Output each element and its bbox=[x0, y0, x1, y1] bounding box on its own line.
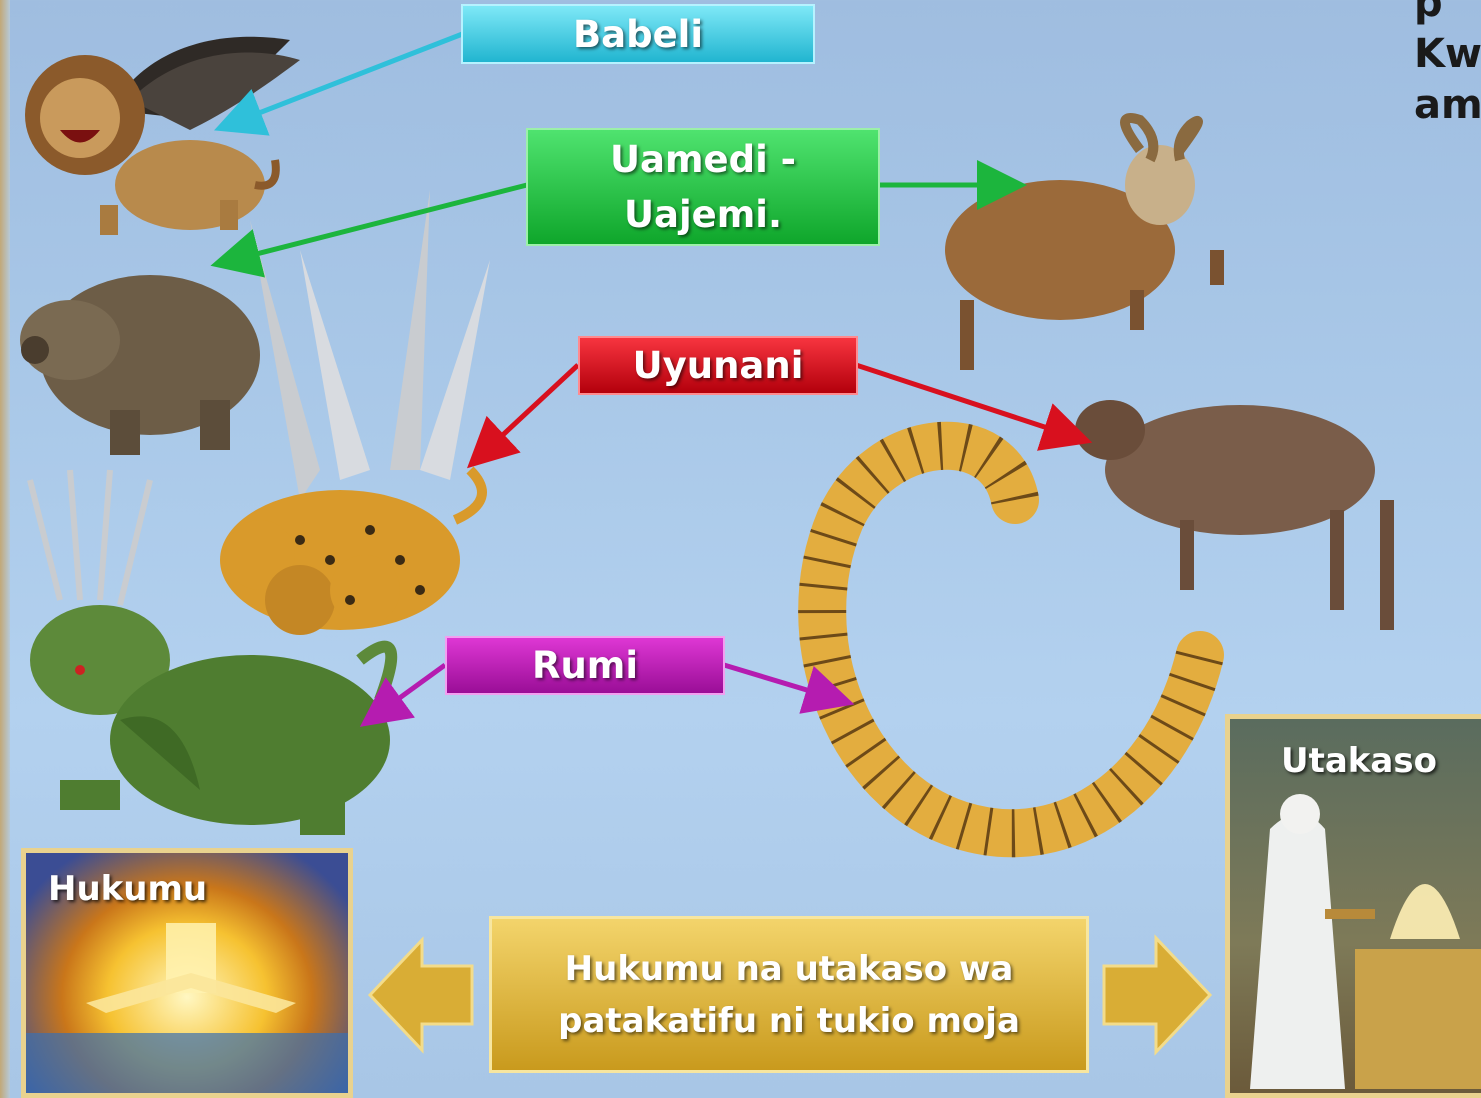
label-uajemi-text: Uajemi. bbox=[624, 187, 782, 242]
center-caption-line-2: patakatifu ni tukio moja bbox=[558, 995, 1020, 1047]
gold-arrow-left-icon bbox=[370, 940, 472, 1050]
label-babeli-text: Babeli bbox=[573, 13, 703, 56]
four-headed-leopard-icon bbox=[220, 190, 490, 635]
hukumu-picture: Hukumu bbox=[21, 848, 353, 1098]
top-right-line-3: am bbox=[1414, 80, 1481, 131]
label-babeli: Babeli bbox=[461, 4, 815, 64]
top-right-line-2: Kw bbox=[1414, 29, 1481, 80]
gold-arrow-right-icon bbox=[1104, 938, 1210, 1052]
label-rumi: Rumi bbox=[445, 636, 725, 695]
arrow-uyunani-left bbox=[478, 365, 578, 458]
ram-icon bbox=[945, 118, 1224, 370]
label-rumi-text: Rumi bbox=[532, 644, 638, 687]
label-uamedi-text: Uamedi - bbox=[610, 132, 796, 187]
arrow-uamedi-left bbox=[225, 185, 527, 262]
bear-icon bbox=[20, 275, 260, 455]
label-uyunani: Uyunani bbox=[578, 336, 858, 395]
utakaso-picture: Utakaso bbox=[1225, 714, 1481, 1098]
top-right-line-1: p bbox=[1414, 0, 1481, 29]
winged-lion-icon bbox=[25, 37, 300, 235]
label-uyunani-text: Uyunani bbox=[633, 344, 804, 387]
goat-icon bbox=[1075, 400, 1394, 630]
top-right-text: p Kw am bbox=[1414, 0, 1481, 131]
center-caption-box: Hukumu na utakaso wa patakatifu ni tukio… bbox=[489, 916, 1089, 1073]
hukumu-label: Hukumu bbox=[48, 869, 207, 909]
label-uamedi-uajemi: Uamedi - Uajemi. bbox=[526, 128, 880, 246]
center-caption-line-1: Hukumu na utakaso wa bbox=[565, 943, 1014, 995]
utakaso-label: Utakaso bbox=[1281, 741, 1437, 781]
